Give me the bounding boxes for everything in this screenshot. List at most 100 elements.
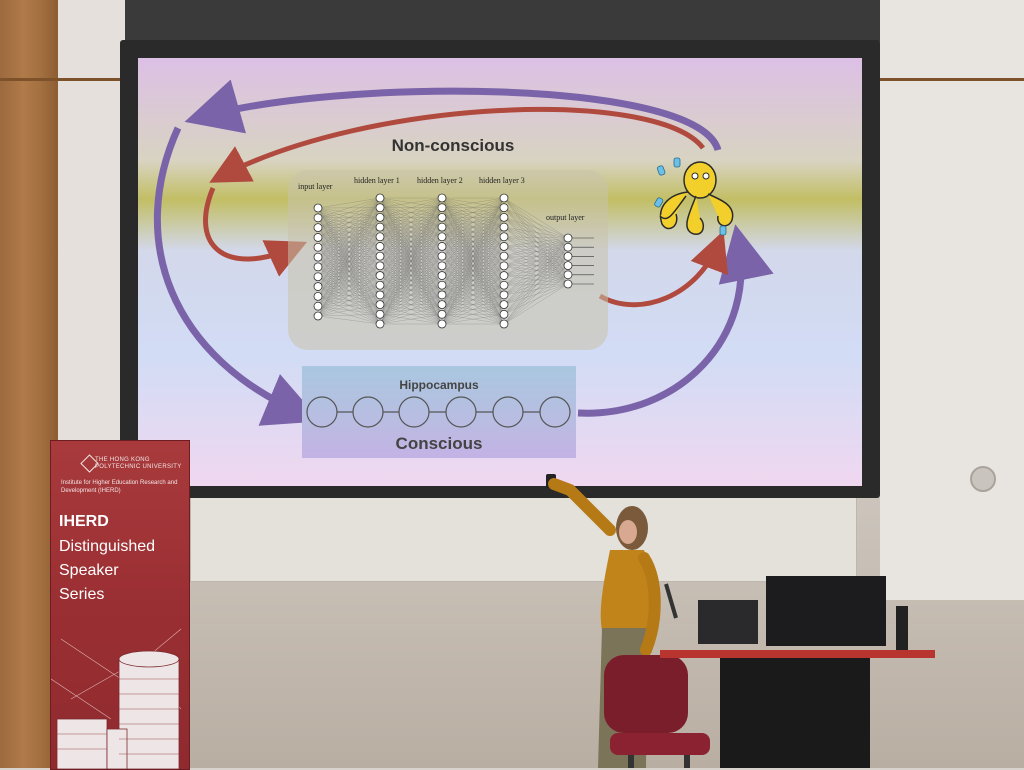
- nn-node: [376, 320, 384, 328]
- nn-node: [500, 213, 508, 221]
- nn-node: [314, 312, 322, 320]
- nn-node: [314, 214, 322, 222]
- banner-line-1: IHERD: [59, 513, 109, 531]
- nn-connection: [318, 316, 380, 324]
- nn-connection: [504, 275, 568, 285]
- nn-node: [376, 310, 384, 318]
- nn-connection: [504, 256, 568, 275]
- university-name: THE HONG KONG POLYTECHNIC UNIVERSITY: [95, 457, 185, 471]
- nn-node: [314, 273, 322, 281]
- nn-node: [438, 262, 446, 270]
- monitor-icon: [766, 576, 886, 646]
- nn-node: [314, 302, 322, 310]
- nn-node: [500, 320, 508, 328]
- nn-node: [376, 281, 384, 289]
- nn-node: [438, 320, 446, 328]
- lectern-desk: [660, 570, 940, 768]
- nn-node: [438, 291, 446, 299]
- laptop-icon: [698, 600, 758, 644]
- nn-node: [500, 301, 508, 309]
- institute-name: Institute for Higher Education Research …: [61, 479, 181, 495]
- hidden-layer-2-label: hidden layer 2: [417, 176, 463, 185]
- nn-node: [438, 252, 446, 260]
- nn-connection: [504, 256, 568, 304]
- octopus-illustration: [650, 154, 740, 240]
- nn-node: [376, 223, 384, 231]
- microphone-icon: [666, 584, 676, 618]
- nn-node: [314, 204, 322, 212]
- nn-node: [438, 242, 446, 250]
- hidden-layer-1-label: hidden layer 1: [354, 176, 400, 185]
- nn-node: [438, 233, 446, 241]
- banner-line-3: Speaker: [59, 562, 119, 580]
- nn-node: [438, 281, 446, 289]
- nn-connection: [504, 227, 568, 266]
- nn-node: [438, 213, 446, 221]
- nn-connection: [504, 256, 568, 265]
- hidden-layer-3-label: hidden layer 3: [479, 176, 525, 185]
- nn-node: [500, 233, 508, 241]
- banner-line-4: Series: [59, 586, 104, 604]
- banner-line-2: Distinguished: [59, 538, 155, 556]
- nn-connection: [504, 217, 568, 265]
- wall-right: [880, 0, 1024, 600]
- input-layer-label: input layer: [298, 182, 332, 191]
- nn-connection: [504, 256, 568, 265]
- campus-building-illustration: [51, 619, 189, 769]
- nn-connection: [504, 284, 568, 305]
- output-layer-label: output layer: [546, 213, 584, 222]
- nn-connection: [504, 284, 568, 314]
- whiteboard-below-screen: [190, 488, 857, 582]
- nn-node: [314, 253, 322, 261]
- screen-housing: [125, 0, 880, 42]
- nn-node: [564, 252, 572, 260]
- nn-node: [500, 262, 508, 270]
- slide: Non-conscious input layer hidden layer 1…: [138, 58, 862, 486]
- conscious-label: Conscious: [302, 434, 576, 454]
- nn-node: [376, 213, 384, 221]
- nn-node: [314, 233, 322, 241]
- nn-node: [438, 194, 446, 202]
- nn-node: [500, 291, 508, 299]
- nn-node: [500, 310, 508, 318]
- nn-node: [564, 271, 572, 279]
- nn-connection: [504, 237, 568, 247]
- event-banner: THE HONG KONG POLYTECHNIC UNIVERSITY Ins…: [50, 440, 190, 770]
- nn-node: [376, 291, 384, 299]
- nn-node: [314, 243, 322, 251]
- nn-node: [314, 263, 322, 271]
- nn-node: [500, 204, 508, 212]
- nn-node: [438, 223, 446, 231]
- nn-node: [376, 252, 384, 260]
- nn-node: [376, 194, 384, 202]
- nn-node: [438, 301, 446, 309]
- nn-node: [438, 272, 446, 280]
- nn-connection: [318, 314, 380, 316]
- nn-node: [438, 310, 446, 318]
- nn-node: [376, 204, 384, 212]
- nn-connection: [504, 247, 568, 266]
- nn-node: [376, 233, 384, 241]
- nn-connection: [504, 275, 568, 295]
- nn-connection: [318, 305, 380, 316]
- nn-node: [438, 204, 446, 212]
- nn-node: [376, 301, 384, 309]
- nn-node: [376, 272, 384, 280]
- nn-node: [500, 223, 508, 231]
- nn-node: [564, 280, 572, 288]
- nn-node: [500, 252, 508, 260]
- nn-node: [376, 242, 384, 250]
- nn-node: [500, 272, 508, 280]
- nn-connection: [318, 198, 380, 208]
- nn-node: [564, 234, 572, 242]
- nn-node: [564, 243, 572, 251]
- nn-connection: [504, 227, 568, 247]
- nn-node: [500, 242, 508, 250]
- nn-node: [314, 283, 322, 291]
- nn-node: [314, 224, 322, 232]
- hippocampus-panel: Hippocampus Conscious: [302, 366, 576, 458]
- nn-connection: [504, 256, 568, 295]
- wall-sensor: [970, 466, 996, 492]
- nn-node: [500, 194, 508, 202]
- nn-node: [376, 262, 384, 270]
